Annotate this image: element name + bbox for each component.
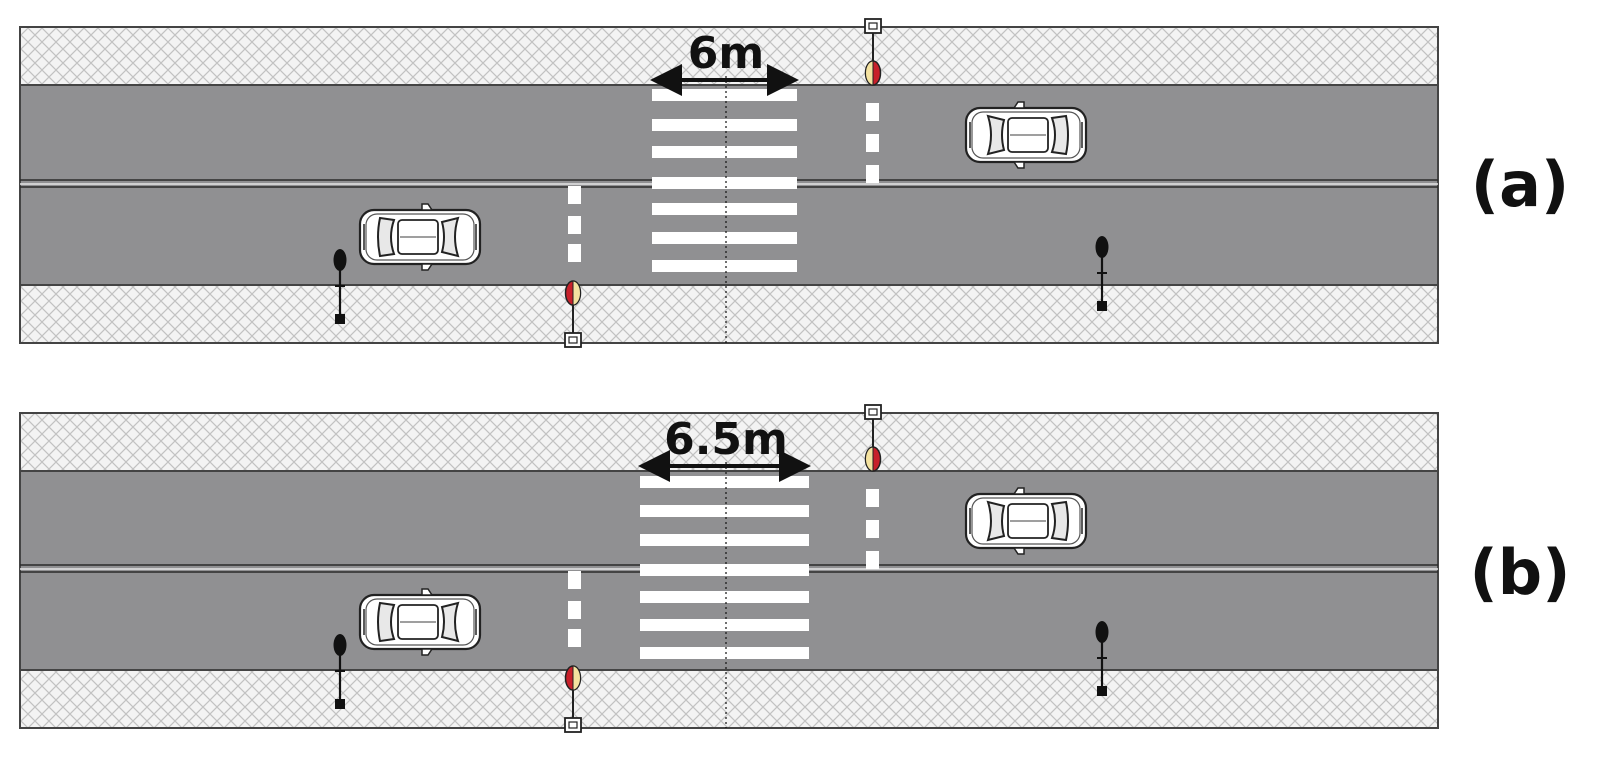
car-icon — [964, 100, 1088, 170]
panel-a: 6m (a) — [19, 18, 1570, 348]
sidewalk-bottom — [19, 284, 1439, 344]
crossing-stripe — [652, 177, 797, 189]
crossing-stripe — [652, 119, 797, 131]
lane-dash — [568, 186, 581, 204]
lane-dash — [568, 244, 581, 262]
car-icon — [964, 486, 1088, 556]
crossing-stripe — [640, 564, 809, 576]
lane-dash — [866, 134, 879, 152]
crossing-stripe — [652, 203, 797, 215]
panel-label: (a) — [1471, 148, 1570, 221]
crossing-stripe — [652, 232, 797, 244]
lane-dash — [866, 103, 879, 121]
lane-dash — [568, 601, 581, 619]
crossing-width-label: 6.5m — [664, 414, 788, 465]
panel-b: 6.5m (b) — [19, 404, 1571, 733]
crossing-stripe — [640, 619, 809, 631]
crossing-stripe — [640, 647, 809, 659]
crossing-stripe — [652, 89, 797, 101]
sidewalk-bottom — [19, 669, 1439, 729]
lane-dash — [568, 629, 581, 647]
crossing-stripe — [640, 591, 809, 603]
lane-dash — [866, 551, 879, 569]
lane-dash — [568, 571, 581, 589]
car-icon — [358, 202, 482, 272]
lane-dash — [866, 489, 879, 507]
crossing-stripe — [640, 476, 809, 488]
lane-dash — [866, 520, 879, 538]
crossing-stripe — [652, 146, 797, 158]
crossing-width-label: 6m — [688, 28, 764, 79]
lane-dash — [568, 216, 581, 234]
car-icon — [358, 587, 482, 657]
crossing-stripe — [640, 534, 809, 546]
panel-label: (b) — [1469, 536, 1570, 609]
crossing-stripe — [652, 260, 797, 272]
crossing-stripe — [640, 505, 809, 517]
lane-dash — [866, 165, 879, 183]
